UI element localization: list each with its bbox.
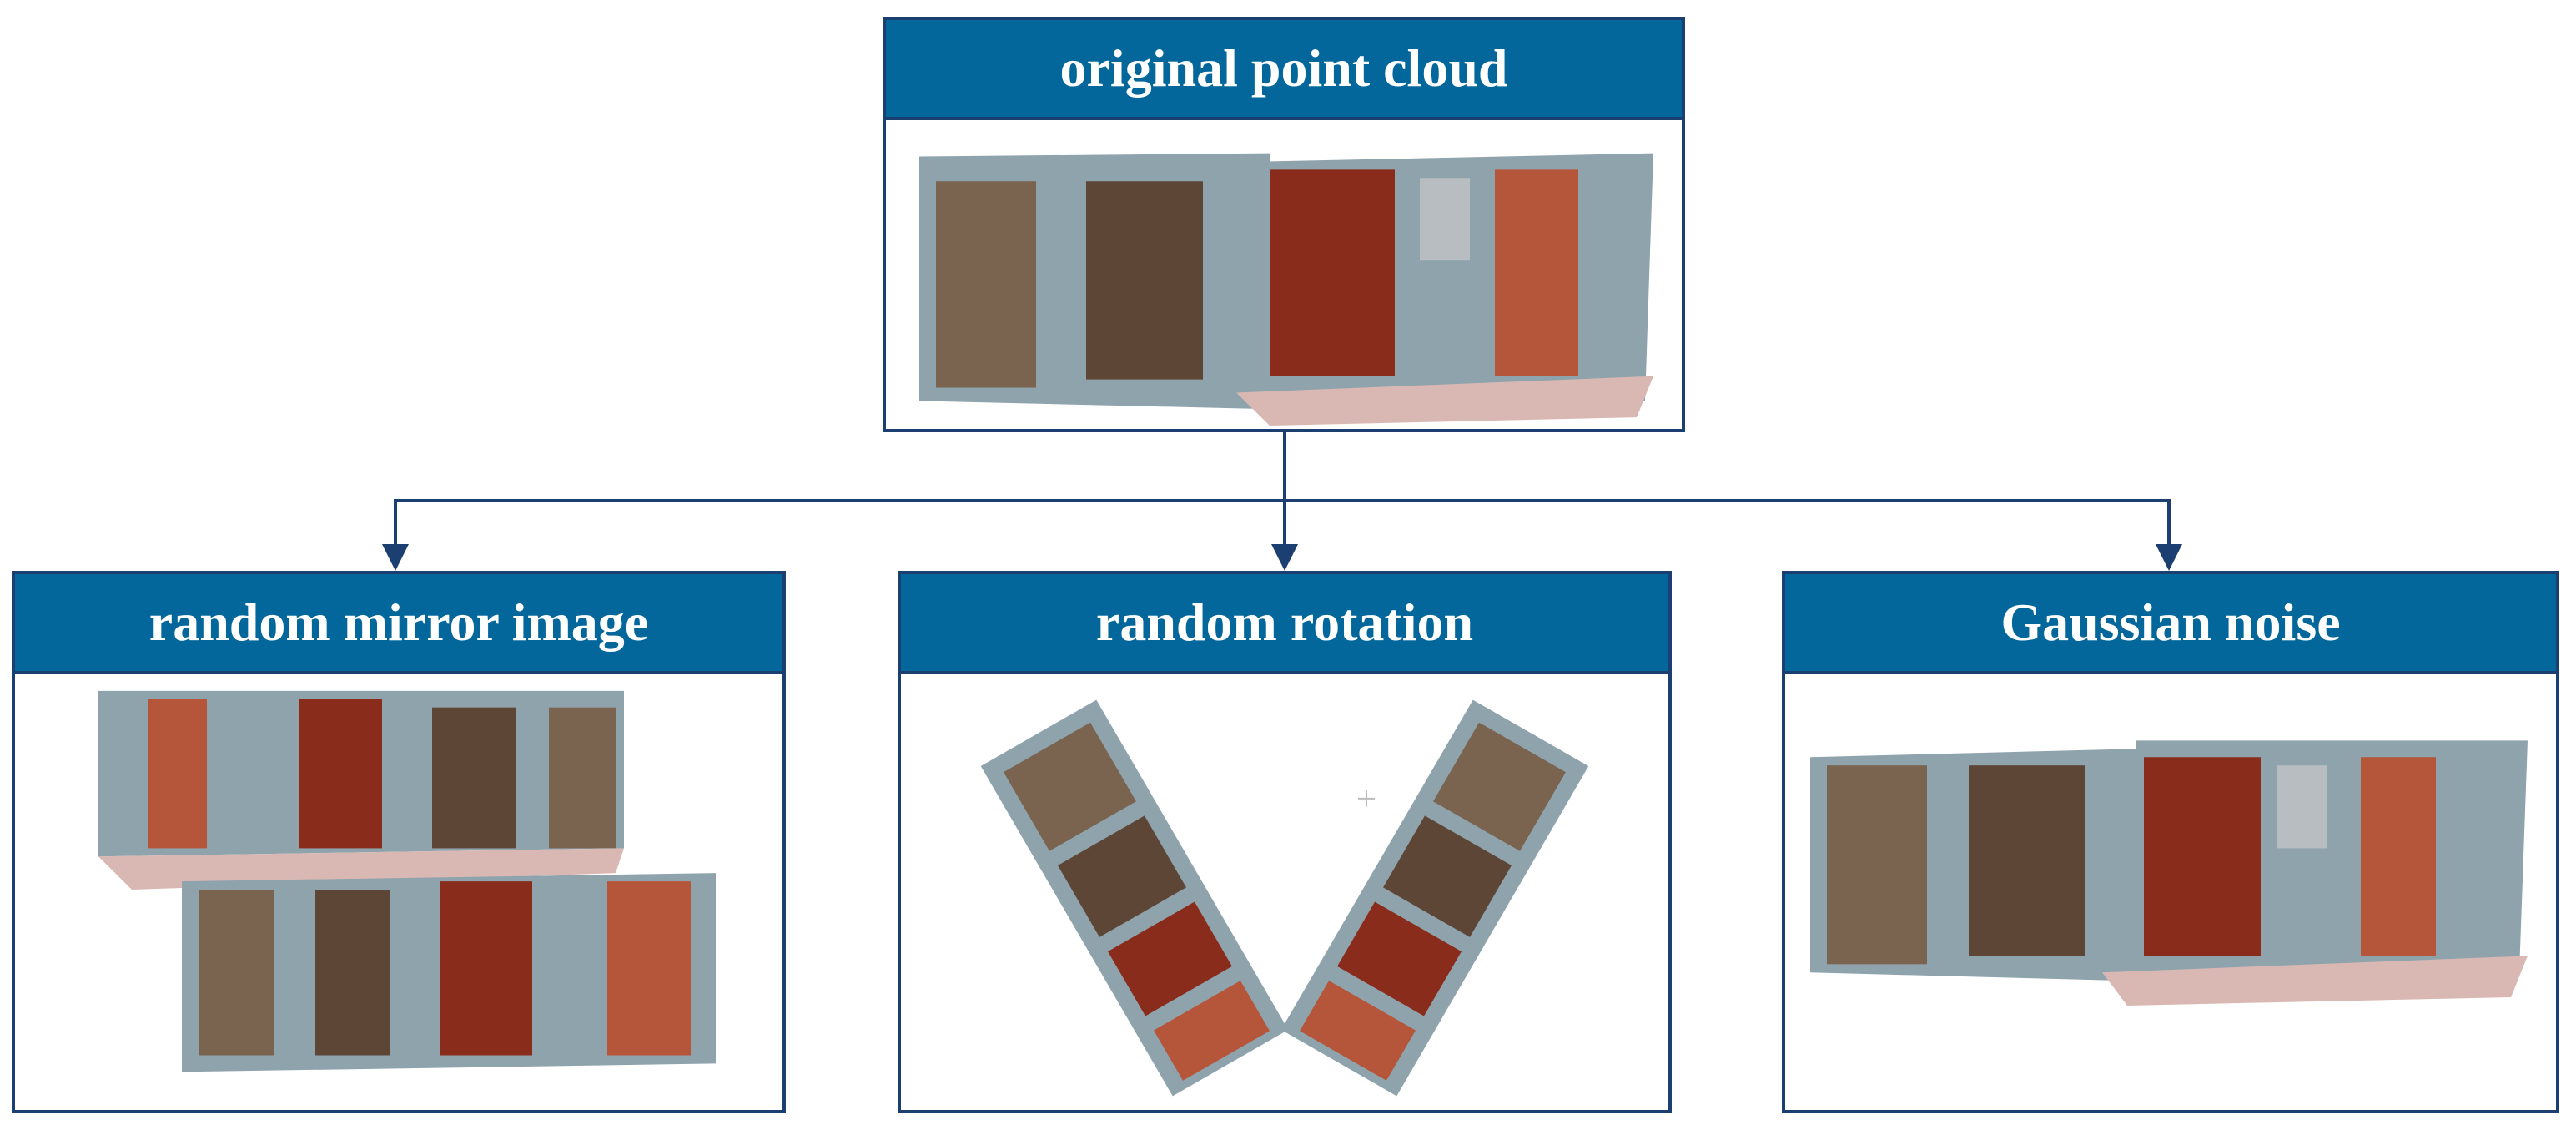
node-gaussian-noise: Gaussian noise <box>1782 571 2559 1113</box>
node-header: random mirror image <box>15 574 782 674</box>
arrow-to-rotation <box>1271 501 1298 571</box>
node-random-rotation: random rotation <box>898 571 1672 1113</box>
point-cloud-image-mirror <box>15 674 782 1110</box>
node-random-mirror-image: random mirror image <box>12 571 786 1113</box>
arrow-to-mirror <box>382 501 409 571</box>
node-title: Gaussian noise <box>2000 593 2341 652</box>
point-cloud-image-original <box>886 120 1682 429</box>
node-title: random mirror image <box>148 593 649 652</box>
node-original-point-cloud: original point cloud <box>883 17 1685 432</box>
arrow-to-noise <box>2156 501 2182 571</box>
node-title: original point cloud <box>1059 38 1508 98</box>
node-header: random rotation <box>901 574 1668 674</box>
point-cloud-image-rotation <box>901 674 1668 1110</box>
node-header: Gaussian noise <box>1785 574 2556 674</box>
point-cloud-image-noise <box>1785 674 2556 1110</box>
node-header: original point cloud <box>886 20 1682 120</box>
node-title: random rotation <box>1095 593 1474 652</box>
